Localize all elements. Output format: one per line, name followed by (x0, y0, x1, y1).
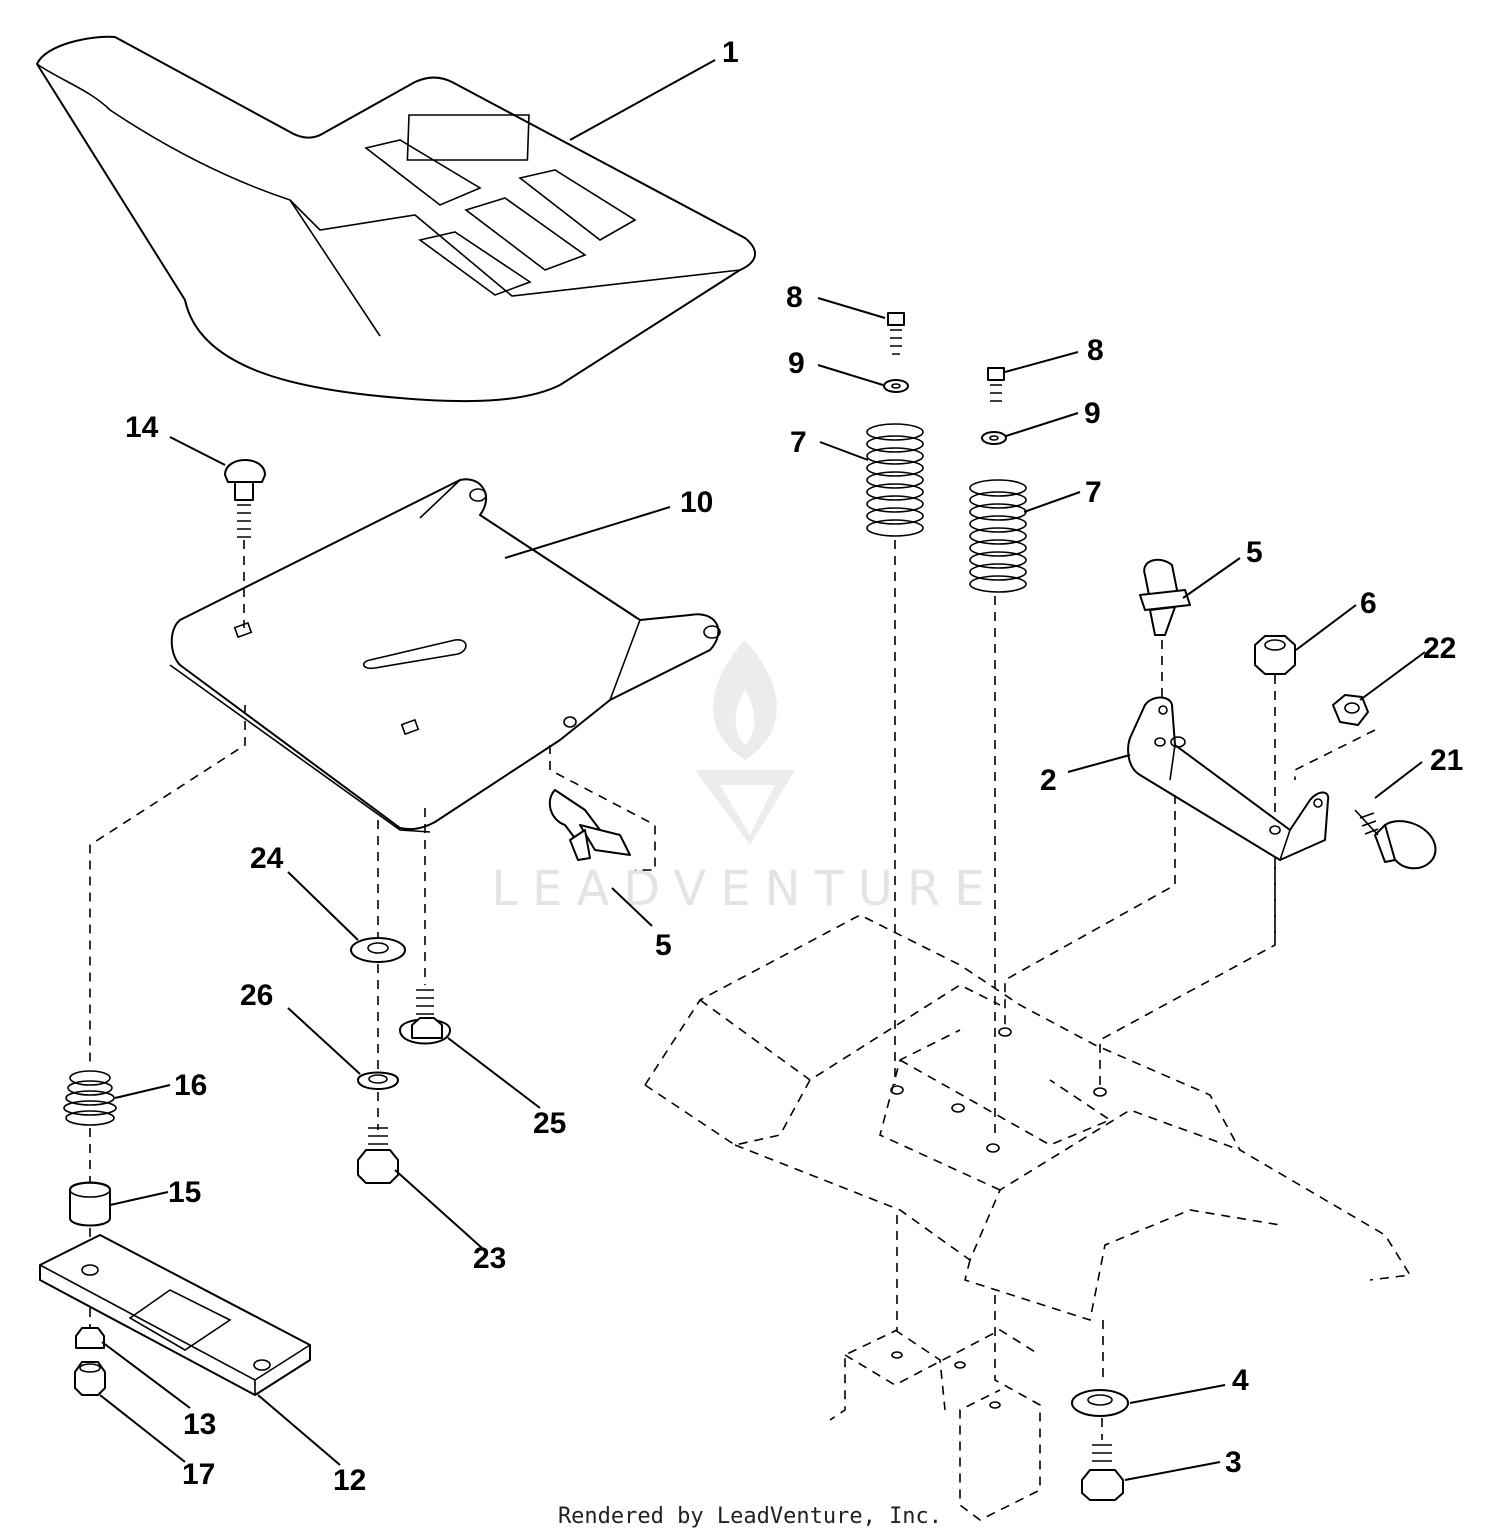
callout-7-right: 7 (1085, 476, 1102, 509)
carriage-bolt (224, 459, 266, 628)
callout-4: 4 (1232, 1364, 1249, 1397)
cable-clip-upper (1139, 558, 1191, 700)
watermark-text: LEADVENTURE (491, 861, 998, 917)
callout-9-left: 9 (788, 347, 805, 380)
callout-5-upper: 5 (1246, 536, 1263, 569)
hex-nut (1294, 694, 1376, 780)
callout-labels: 1 14 10 8 9 7 8 9 7 5 6 22 2 21 5 24 26 … (125, 36, 1463, 1497)
watermark-logo (695, 640, 795, 845)
frame-outline (644, 914, 1412, 1521)
callout-21: 21 (1430, 744, 1463, 777)
callout-1: 1 (722, 36, 739, 69)
callout-14: 14 (125, 411, 159, 444)
callout-22: 22 (1423, 632, 1456, 665)
mounting-bracket (1004, 696, 1330, 1085)
callout-15: 15 (168, 1176, 201, 1209)
callout-16: 16 (174, 1069, 207, 1102)
fastener-column-left (350, 820, 406, 1184)
callout-24: 24 (250, 842, 284, 875)
fastener-column-far-left (39, 705, 311, 1396)
spring-stack-right (969, 367, 1027, 1140)
spring-stack-left (866, 312, 924, 1085)
callout-13: 13 (183, 1408, 216, 1441)
callout-9-right: 9 (1084, 397, 1101, 430)
callout-10: 10 (680, 486, 713, 519)
callout-17: 17 (182, 1458, 215, 1491)
callout-2: 2 (1040, 764, 1057, 797)
callout-8-left: 8 (786, 281, 803, 314)
callout-26: 26 (240, 979, 273, 1012)
seat (36, 35, 756, 403)
callout-23: 23 (473, 1242, 506, 1275)
callout-7-left: 7 (790, 426, 807, 459)
seat-pan (169, 478, 721, 833)
callout-3: 3 (1225, 1446, 1242, 1479)
flange-bolt (399, 808, 451, 1045)
callout-6: 6 (1360, 587, 1377, 620)
rendered-by-footer: Rendered by LeadVenture, Inc. (557, 1504, 943, 1529)
shoulder-bolt (1354, 809, 1437, 870)
callout-5-lower: 5 (655, 929, 672, 962)
washer-and-bolt-right (1071, 1389, 1129, 1501)
callout-12: 12 (333, 1464, 366, 1497)
leader-lines (99, 59, 1426, 1481)
callout-8-right: 8 (1087, 334, 1104, 367)
callout-25: 25 (533, 1107, 566, 1140)
cable-clip-lower (548, 745, 656, 871)
